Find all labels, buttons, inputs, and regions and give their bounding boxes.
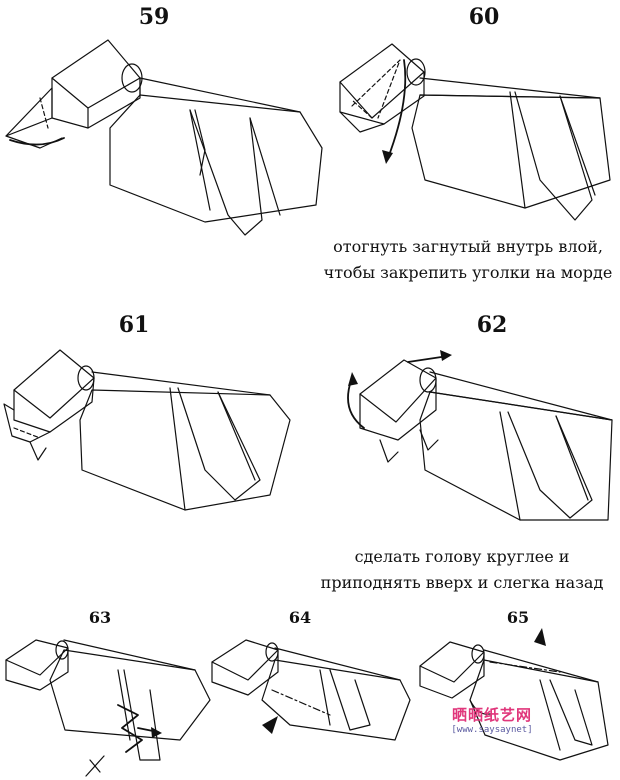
step-61-body [79,389,291,511]
step-number-64: 64 [288,608,312,627]
step-65-fold-line [489,661,561,673]
step-62-head [359,359,437,441]
step-63-zigzag-fold [117,704,143,753]
step-63-body [49,649,211,741]
watermark-logo: 晒晒纸艺网 [www.saysaynet] [432,704,552,735]
step-number-65: 65 [506,608,530,627]
step-59-snout [5,87,53,137]
step-62-caption: сделать голову круглее и приподнять ввер… [302,544,620,596]
step-59-head [51,39,141,129]
step-64-diagram [211,639,411,741]
step-59-body [109,94,323,223]
step-62-caption-line2: приподнять вверх и слегка назад [320,573,604,592]
step-number-61: 61 [118,312,150,338]
step-60-caption-line1: отогнуть загнутый внутрь влой, [333,237,603,256]
step-62-caption-line1: сделать голову круглее и [354,547,570,566]
step-62-diagram [347,350,613,521]
step-65-head [419,641,485,699]
step-60-diagram [339,43,611,221]
watermark-url: [www.saysaynet] [451,725,533,735]
watermark-text: 晒晒纸艺网 [451,706,532,724]
step-64-head [211,639,279,696]
step-61-diagram [3,349,291,511]
step-64-fold-line [271,689,331,716]
step-60-snout [339,111,385,133]
step-number-62: 62 [476,312,508,338]
step-63-diagram [5,639,211,777]
step-61-head [13,349,95,433]
step-65-diagram [419,628,609,761]
step-63-head [5,639,69,691]
step-number-60: 60 [468,4,500,30]
step-61-snout [3,403,51,443]
step-65-arrowhead [534,628,546,646]
step-64-body [261,659,411,741]
step-59-diagram [5,39,323,236]
step-number-59: 59 [138,4,170,30]
step-number-63: 63 [88,608,112,627]
step-60-body [411,94,611,209]
step-60-caption: отогнуть загнутый внутрь влой, чтобы зак… [308,234,620,286]
step-60-head [339,43,425,125]
step-60-caption-line2: чтобы закрепить уголки на морде [323,263,613,282]
step-64-arrowhead [262,716,278,734]
step-60-fold-arrow [387,59,407,159]
